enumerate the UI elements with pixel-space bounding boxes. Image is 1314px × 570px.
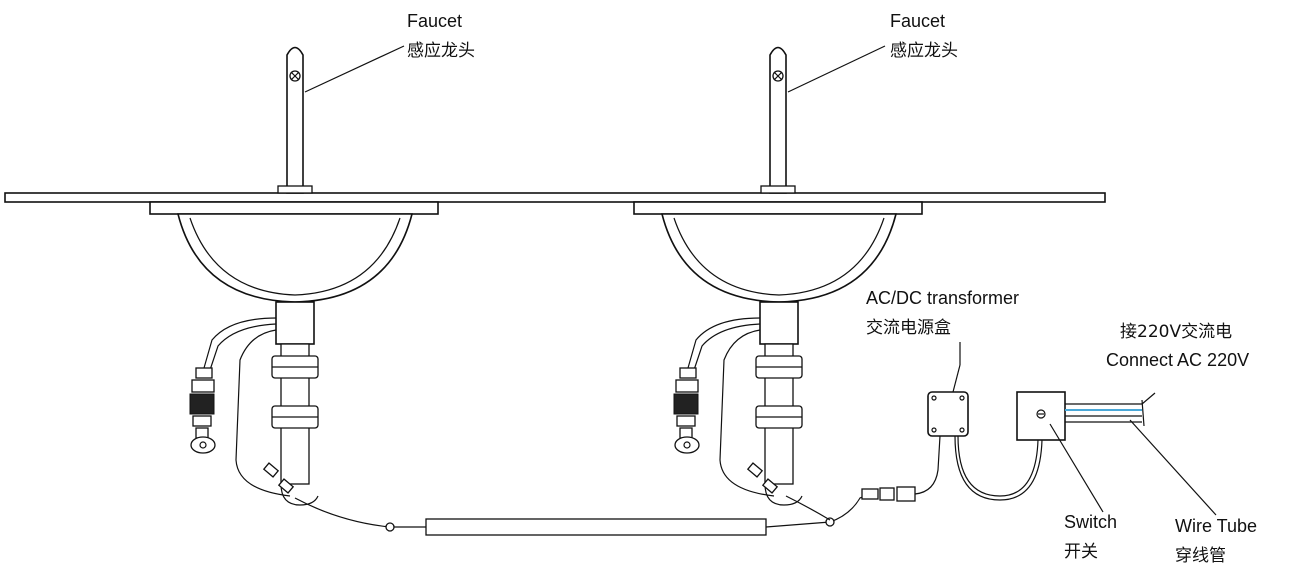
switch-box-icon	[1016, 391, 1145, 441]
right-faucet-icon	[760, 46, 796, 194]
wire-tube-horizontal	[425, 518, 767, 536]
transformer-box-icon	[927, 364, 1043, 501]
label-faucet-right-cn: 感应龙头	[890, 41, 958, 61]
right-drain-pipe	[759, 301, 799, 345]
right-solenoid-valve-icon	[673, 367, 700, 454]
label-wiretube-cn: 穿线管	[1175, 546, 1226, 566]
left-basin-rim	[149, 201, 439, 215]
leader-wire-tube	[1129, 419, 1217, 516]
label-transformer-cn: 交流电源盒	[866, 318, 951, 338]
countertop	[4, 192, 1106, 203]
label-wiretube-en: Wire Tube	[1175, 516, 1257, 536]
left-basin-bowl	[176, 213, 414, 303]
right-basin-rim	[633, 201, 923, 215]
leader-ac	[1141, 392, 1156, 405]
left-basin-assembly	[149, 46, 439, 506]
label-faucet-left-en: Faucet	[407, 11, 462, 31]
connecting-cable	[294, 435, 941, 536]
left-solenoid-valve-icon	[189, 367, 216, 454]
leader-right-faucet	[787, 45, 886, 93]
right-basin-bowl	[660, 213, 898, 303]
label-ac-cn: 接220V交流电	[1120, 322, 1232, 342]
left-drain-pipe	[275, 301, 315, 345]
leader-left-faucet	[304, 45, 405, 93]
right-basin-assembly	[633, 46, 923, 506]
label-ac-en: Connect AC 220V	[1106, 350, 1249, 370]
leader-switch	[1049, 423, 1104, 513]
label-faucet-right-en: Faucet	[890, 11, 945, 31]
label-switch-en: Switch	[1064, 512, 1117, 532]
left-faucet-icon	[277, 46, 313, 194]
label-faucet-left-cn: 感应龙头	[407, 41, 475, 61]
label-transformer-en: AC/DC transformer	[866, 288, 1019, 308]
label-switch-cn: 开关	[1064, 542, 1098, 562]
